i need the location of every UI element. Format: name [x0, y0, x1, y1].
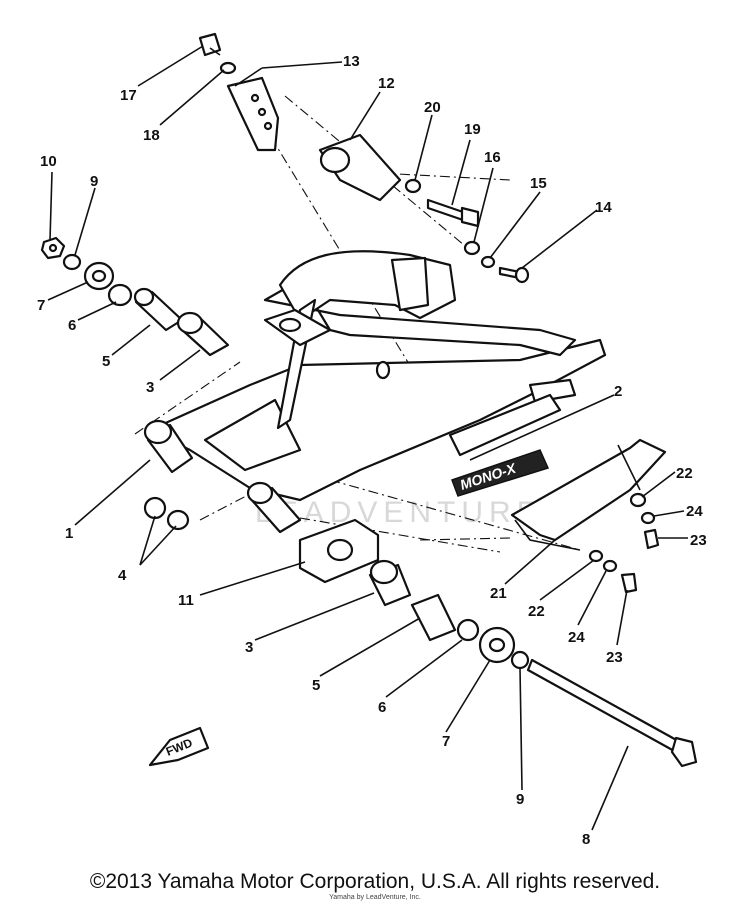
callout-2: 2: [614, 383, 622, 400]
callout-24b: 24: [568, 629, 585, 646]
callout-20: 20: [424, 99, 441, 116]
callout-6b: 6: [378, 699, 386, 716]
part-seal-6: [107, 283, 133, 307]
part-chain-guard-21: [510, 438, 667, 551]
callout-11: 11: [178, 592, 194, 609]
callout-24: 24: [686, 503, 703, 520]
part-screw-23b: [620, 572, 638, 594]
callout-9: 9: [90, 173, 98, 190]
part-bushing-1: [143, 419, 194, 474]
callout-18: 18: [143, 127, 160, 144]
fwd-arrow-icon: FWD: [148, 726, 210, 767]
copyright-notice: ©2013 Yamaha Motor Corporation, U.S.A. A…: [89, 870, 661, 893]
callout-6: 6: [68, 317, 76, 334]
part-washer-9: [62, 253, 82, 271]
part-bushing-3: [176, 311, 230, 357]
callout-12: 12: [378, 75, 395, 92]
part-pivot-tube: [246, 481, 302, 534]
swingarm-frame: [148, 250, 607, 502]
part-bolt-17: [198, 32, 222, 57]
part-seal-6b: [456, 618, 480, 642]
callout-17: 17: [120, 87, 137, 104]
part-axle-bolt-8: [526, 658, 698, 768]
leader-lines: [47, 45, 688, 831]
part-bushings-4: [143, 496, 190, 531]
part-washer-24: [640, 511, 656, 525]
callout-3: 3: [146, 379, 154, 396]
callout-16: 16: [484, 149, 501, 166]
part-washer-20: [404, 178, 422, 194]
part-mount-12: [318, 133, 402, 202]
callout-22b: 22: [528, 603, 545, 620]
part-washer-9b: [510, 650, 530, 670]
part-screw-23: [643, 528, 660, 550]
callout-21: 21: [490, 585, 507, 602]
callout-14: 14: [595, 199, 612, 216]
callout-5b: 5: [312, 677, 320, 694]
part-bracket-13: [226, 76, 280, 152]
callout-5: 5: [102, 353, 110, 370]
callout-3b: 3: [245, 639, 253, 656]
part-nut-10: [40, 236, 66, 260]
callout-22: 22: [676, 465, 693, 482]
callout-8: 8: [582, 831, 590, 848]
callout-15: 15: [530, 175, 547, 192]
callout-13: 13: [343, 53, 360, 70]
mono-x-decal: MONO-X: [451, 449, 550, 497]
part-block-11: [298, 518, 380, 584]
part-collar-7b: [478, 626, 516, 664]
decal-text: MONO-X: [458, 459, 519, 493]
part-washer-22: [629, 492, 647, 508]
part-spacer-5b: [410, 593, 457, 642]
watermark: LEADVENTURE: [255, 496, 543, 529]
callout-23: 23: [690, 532, 707, 549]
callout-19: 19: [464, 121, 481, 138]
part-bolt-14: [498, 266, 530, 284]
fine-print: Yamaha by LeadVenture, Inc.: [329, 894, 421, 901]
callout-9b: 9: [516, 791, 524, 808]
callout-10: 10: [40, 153, 57, 170]
part-bushing-3b: [368, 559, 412, 607]
part-spacer-5: [133, 287, 184, 332]
callout-7: 7: [37, 297, 45, 314]
part-washer-24b: [602, 559, 618, 573]
part-collar-7: [83, 261, 115, 291]
callout-23b: 23: [606, 649, 623, 666]
callout-4: 4: [118, 567, 127, 584]
part-washer-16: [463, 240, 481, 256]
callout-7b: 7: [442, 733, 450, 750]
part-washer-18: [219, 61, 237, 75]
part-washer-22b: [588, 549, 604, 563]
callout-1: 1: [65, 525, 73, 542]
part-washer-15: [480, 255, 496, 269]
callout-labels: 13 17 18 12 20 19 16 15 14 10 9 7 6 5 3 …: [37, 53, 707, 848]
